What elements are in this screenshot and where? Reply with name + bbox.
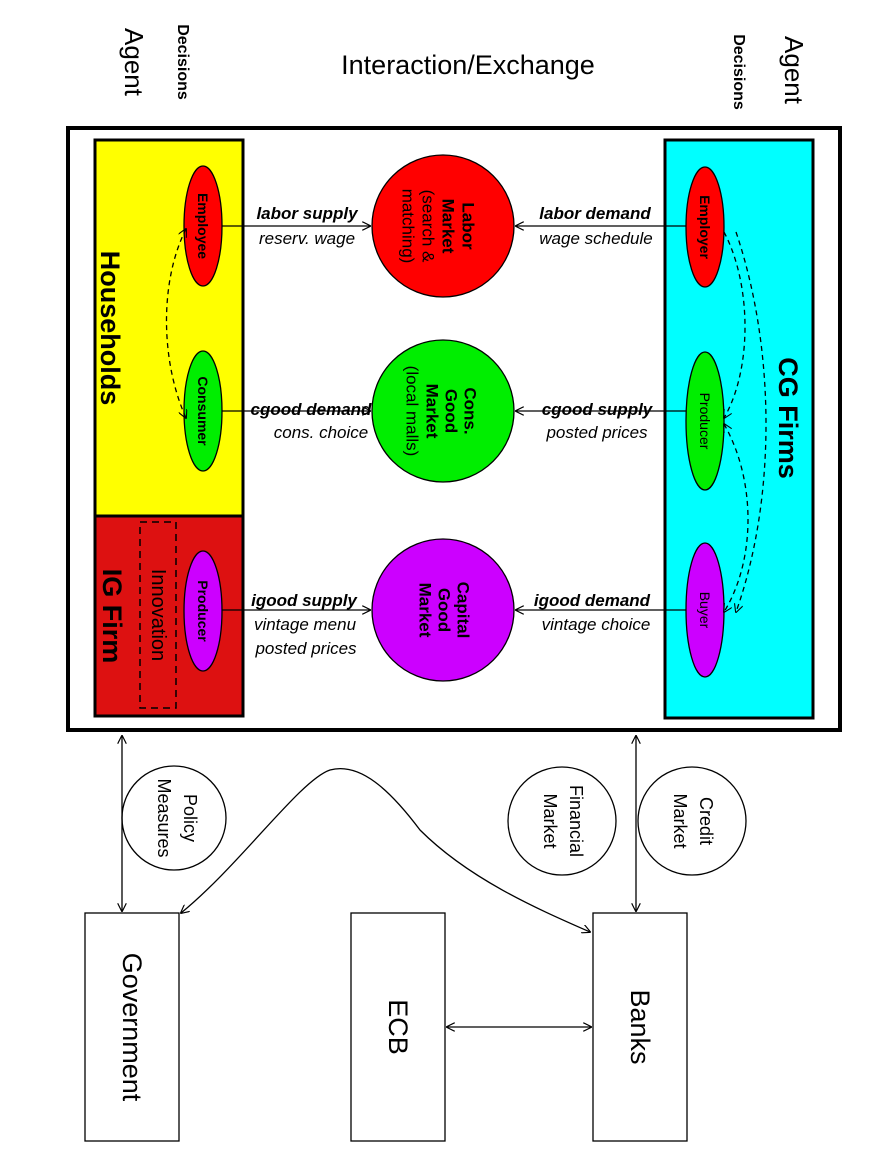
igood-demand-label: igood demand	[534, 591, 651, 610]
vintage-choice-label: vintage choice	[542, 615, 651, 634]
policy-label-1: Policy	[180, 794, 200, 842]
ecb-label: ECB	[383, 999, 413, 1055]
cons-choice-label: cons. choice	[274, 423, 369, 442]
cg-firms-label: CG Firms	[773, 357, 803, 479]
government-banks-curve	[181, 768, 590, 932]
employer-node	[685, 166, 725, 288]
credit-market-node	[637, 766, 747, 876]
labor-demand-label: labor demand	[539, 204, 651, 223]
ig-firm-label: IG Firm	[97, 569, 127, 664]
posted-prices-left-label: posted prices	[254, 639, 357, 658]
labor-market-sub-1: (search &	[419, 190, 438, 263]
labor-market-title-1: Labor	[459, 202, 478, 250]
cons-good-market-title-3: Market	[423, 384, 442, 439]
decisions-label-right: Decisions	[730, 34, 747, 110]
cgood-supply-label: cgood supply	[542, 400, 654, 419]
households-label: Households	[95, 251, 125, 406]
employee-label: Employee	[195, 193, 211, 259]
buyer-label: Buyer	[697, 592, 713, 629]
labor-supply-label: labor supply	[256, 204, 359, 223]
credit-label-1: Credit	[696, 797, 716, 845]
capital-good-market-title-1: Capital	[454, 582, 473, 639]
financial-market-node	[507, 766, 617, 876]
banks-box	[592, 912, 688, 1142]
credit-label-2: Market	[670, 793, 690, 848]
employer-label: Employer	[697, 195, 713, 259]
vintage-menu-label: vintage menu	[254, 615, 357, 634]
employer-buyer-link	[736, 231, 767, 612]
innovation-label: Innovation	[147, 569, 169, 661]
financial-label-2: Market	[540, 793, 560, 848]
capital-good-market-node	[371, 538, 515, 682]
employer-producer-link	[724, 231, 746, 418]
cgood-demand-label: cgood demand	[251, 400, 373, 419]
agent-label-left: Agent	[119, 28, 149, 97]
igood-supply-label: igood supply	[251, 591, 358, 610]
cons-good-market-node	[371, 339, 515, 483]
posted-prices-right-label: posted prices	[545, 423, 648, 442]
financial-label-1: Financial	[566, 785, 586, 857]
agent-label-right: Agent	[779, 36, 809, 105]
labor-market-title-2: Market	[439, 199, 458, 254]
ecb-box	[350, 912, 446, 1142]
wage-schedule-label: wage schedule	[539, 229, 652, 248]
innovation-box	[139, 521, 177, 709]
government-label: Government	[117, 953, 147, 1102]
consumer-label: Consumer	[195, 376, 211, 446]
cons-good-market-sub-1: (local malls)	[403, 366, 422, 457]
cons-good-market-title-2: Good	[442, 389, 461, 433]
government-box	[84, 912, 180, 1142]
economy-frame	[66, 126, 842, 732]
cg-producer-node	[685, 351, 725, 491]
capital-good-market-title-3: Market	[416, 583, 435, 638]
interaction-exchange-label: Interaction/Exchange	[341, 50, 595, 80]
decisions-label-left: Decisions	[174, 24, 191, 100]
ig-producer-node	[183, 550, 223, 672]
policy-label-2: Measures	[154, 778, 174, 857]
cg-producer-label: Producer	[697, 393, 713, 450]
reserv-wage-label: reserv. wage	[259, 229, 355, 248]
employee-consumer-link	[165, 229, 187, 418]
cons-good-market-title-1: Cons.	[461, 387, 480, 434]
labor-market-sub-2: matching)	[399, 189, 418, 264]
labor-market-node	[371, 154, 515, 298]
ig-producer-label: Producer	[195, 580, 211, 642]
capital-good-market-title-2: Good	[435, 588, 454, 632]
producer-buyer-link	[724, 424, 749, 612]
banks-label: Banks	[625, 989, 655, 1064]
